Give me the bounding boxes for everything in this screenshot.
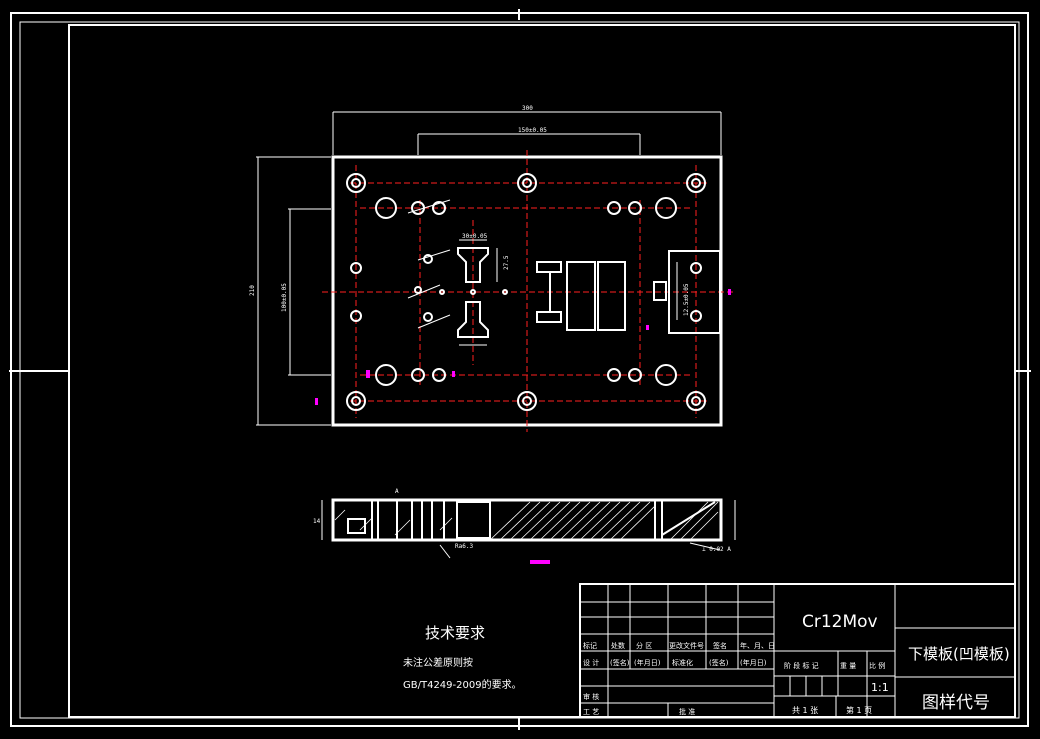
header-col-5: 签名 [713,641,727,650]
tech-title: 技术要求 [425,624,485,642]
dim-punch-width: 30±0.05 [462,233,488,240]
design-col-2: (签名) [610,658,630,667]
design-col-1: 设 计 [583,658,599,667]
part-name: 下模板(凹模板) [908,645,1010,663]
header-col-4: 更改文件号 [669,641,704,650]
roughness-symbol: Ra6.3 [455,543,473,550]
hatch [334,501,719,541]
section-cuts [347,500,716,540]
tech-line-2: GB/T4249-2009的要求。 [403,678,522,691]
header-col-6: 年、月、日 [740,641,775,650]
section-view: 14 A Ra6.3 ⊥ 0.02 A [313,488,736,564]
material-label: Cr12Mov [802,612,878,632]
mounting-holes [346,173,706,411]
drawing-code-label: 图样代号 [922,693,990,713]
process-label: 工 艺 [583,708,599,716]
title-block: Cr12Mov 下模板(凹模板) 图样代号 1:1 标记 处数 分 区 更改文件… [579,583,1016,718]
design-col-4: 标准化 [672,658,693,667]
design-col-6: (年月日) [740,658,767,667]
scale-value: 1:1 [871,681,889,694]
header-col-3: 分 区 [636,641,652,650]
review-label: 审 核 [583,692,599,701]
dimension-labels: 300 150±0.05 210 100±0.05 30±0.05 27.5 1… [249,105,690,316]
approve-label: 批 准 [679,707,695,716]
dim-inner-width: 150±0.05 [518,127,547,134]
sheets-total: 共 1 张 [792,706,818,715]
section-label-a: A [395,488,399,495]
die-openings [457,247,721,338]
section-dimensions [321,500,736,559]
sheet-number: 第 1 页 [846,705,872,715]
weight-label: 重 量 [840,662,856,670]
dim-inner-height: 100±0.05 [281,283,288,312]
section-outline [331,498,723,542]
outer-border [9,9,1031,730]
dim-overall-height: 210 [249,285,256,296]
plan-view: 300 150±0.05 210 100±0.05 30±0.05 27.5 1… [249,105,735,432]
tech-requirements: 技术要求 未注公差原则按 GB/T4249-2009的要求。 [403,624,522,691]
dim-right-slot: 12.5±0.05 [683,283,690,316]
header-col-2: 处数 [611,641,625,650]
magenta-marker [530,560,550,564]
design-col-5: (签名) [709,658,729,667]
tolerance-frame: ⊥ 0.02 A [702,546,731,553]
header-col-1: 标记 [583,641,597,650]
dim-punch-height: 27.5 [503,255,510,270]
scale-label: 比 例 [869,661,885,670]
dim-overall-width: 300 [522,105,533,112]
stage-label: 阶 段 标 记 [784,661,819,670]
dim-thickness: 14 [313,518,321,525]
dimension-lines [256,111,722,426]
tech-line-1: 未注公差原则按 [403,656,473,669]
markers [315,289,731,405]
design-col-3: (年月日) [634,658,661,667]
